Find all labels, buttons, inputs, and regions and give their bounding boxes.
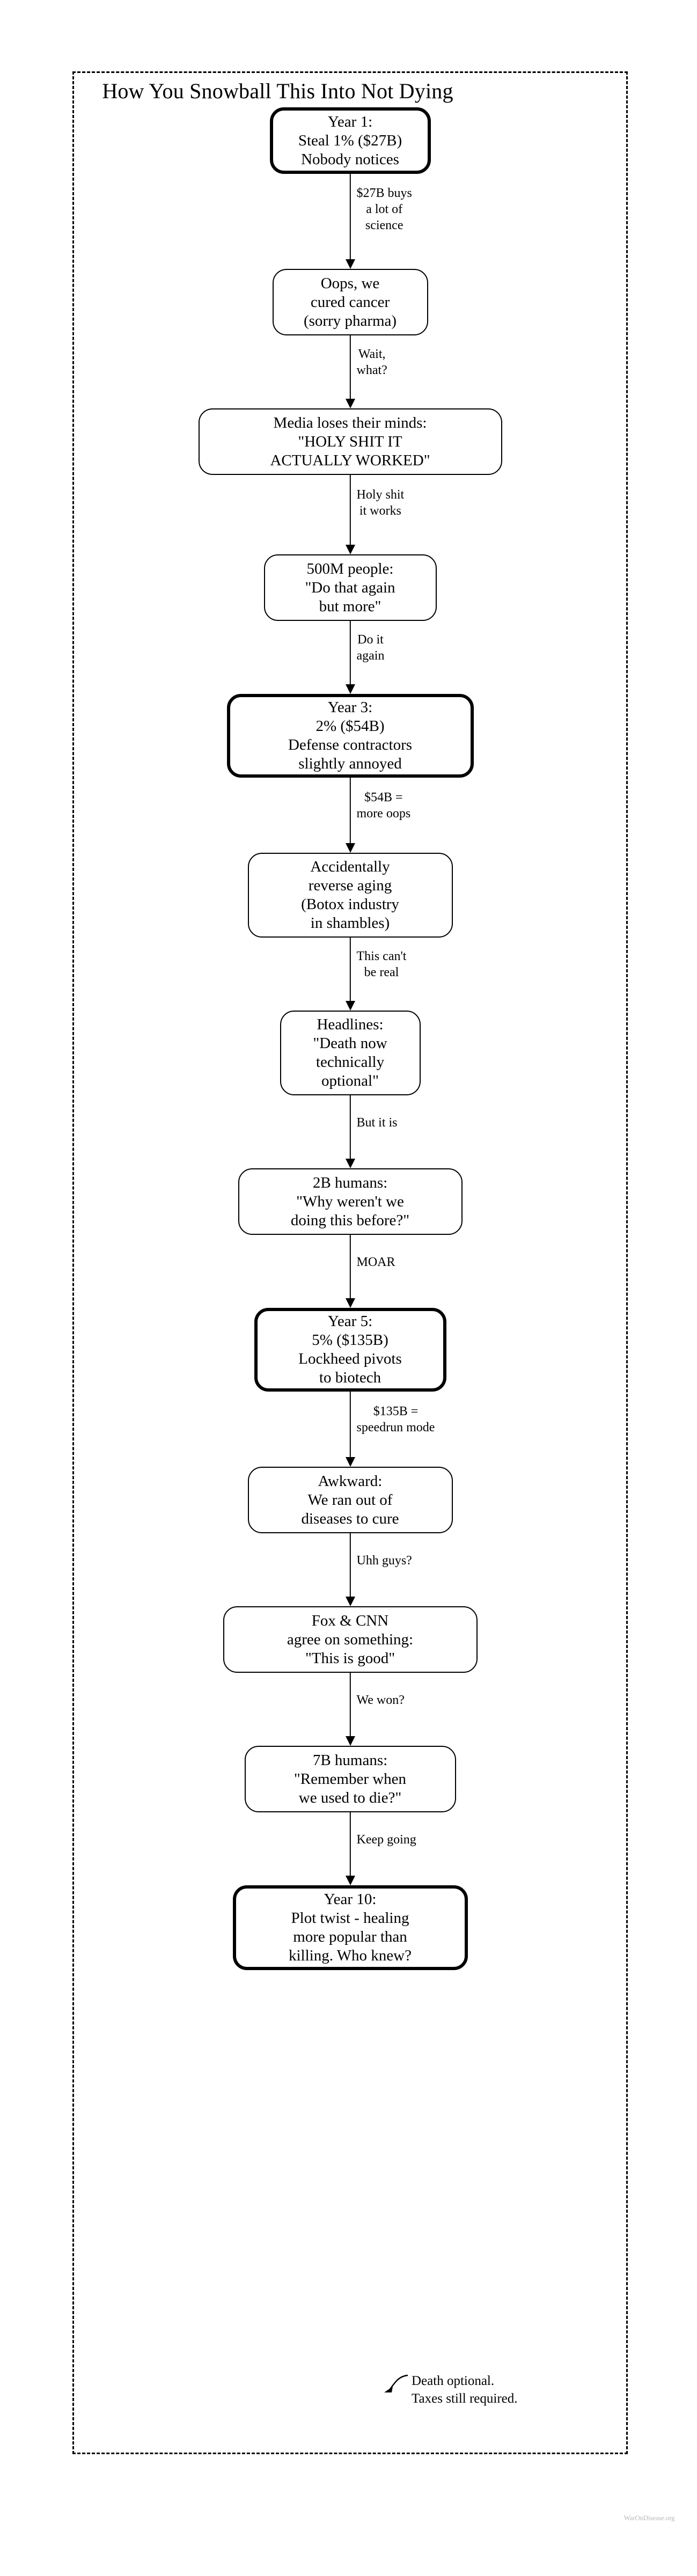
edge-label-awkward-foxcnn: Uhh guys? [355,1553,413,1569]
edge-arrowhead [345,399,355,408]
node-label: Media loses their minds: "HOLY SHIT IT A… [270,414,430,469]
diagram-cluster-border [72,71,628,2454]
node-cancer[interactable]: Oops, we cured cancer (sorry pharma) [272,269,428,335]
edge-label-foxcnn-humans7b: We won? [355,1692,406,1708]
node-label: Year 1: Steal 1% ($27B) Nobody notices [298,113,402,168]
edge-label-year3-aging: $54B = more oops [355,789,412,822]
edge-awkward-foxcnn [349,1533,351,1597]
edge-aging-headlines [349,938,351,1001]
edge-label-year1-cancer: $27B buys a lot of science [355,185,413,233]
edge-arrowhead [345,1736,355,1746]
edge-arrowhead [345,1597,355,1606]
node-label: Year 3: 2% ($54B) Defense contractors sl… [288,699,413,772]
node-people500m[interactable]: 500M people: "Do that again but more" [263,554,437,621]
edge-media-people500m [349,475,351,545]
node-label: Year 5: 5% ($135B) Lockheed pivots to bi… [298,1313,402,1386]
edge-year1-cancer [349,174,351,259]
edge-humans2b-year5 [349,1235,351,1298]
edge-arrowhead [345,1457,355,1467]
edge-cancer-media [349,335,351,399]
edge-label-humans2b-year5: MOAR [355,1254,397,1270]
edge-foxcnn-humans7b [349,1673,351,1736]
edge-label-humans7b-year10: Keep going [355,1832,417,1848]
node-year10[interactable]: Year 10: Plot twist - healing more popul… [232,1885,468,1970]
edge-year3-aging [349,778,351,843]
edge-label-year5-awkward: $135B = speedrun mode [355,1403,436,1436]
edge-label-headlines-humans2b: But it is [355,1115,399,1131]
annotation-note: Death optional. Taxes still required. [412,2374,518,2406]
edge-year5-awkward [349,1392,351,1457]
edge-label-aging-headlines: This can't be real [355,948,408,980]
edge-arrowhead [345,1001,355,1011]
node-label: Accidentally reverse aging (Botox indust… [301,858,399,932]
edge-people500m-year3 [349,621,351,684]
edge-arrowhead [345,1876,355,1885]
edge-arrowhead [345,259,355,269]
flowchart-canvas: Year 1: Steal 1% ($27B) Nobody notices $… [72,71,628,2454]
node-foxcnn[interactable]: Fox & CNN agree on something: "This is g… [223,1606,478,1673]
edge-label-people500m-year3: Do it again [355,632,386,664]
edge-headlines-humans2b [349,1095,351,1159]
watermark-label: WarOnDisease.org [623,2514,675,2522]
node-humans7b[interactable]: 7B humans: "Remember when we used to die… [244,1746,456,1812]
edge-arrowhead [345,684,355,694]
edge-arrowhead [345,1159,355,1168]
node-media[interactable]: Media loses their minds: "HOLY SHIT IT A… [198,408,502,475]
page-title: How You Snowball This Into Not Dying [102,79,453,103]
node-year5[interactable]: Year 5: 5% ($135B) Lockheed pivots to bi… [254,1308,446,1392]
node-label: Fox & CNN agree on something: "This is g… [287,1612,414,1667]
node-label: Year 10: Plot twist - healing more popul… [288,1891,412,1964]
node-label: Headlines: "Death now technically option… [313,1016,387,1089]
node-awkward[interactable]: Awkward: We ran out of diseases to cure [247,1467,453,1533]
edge-label-media-people500m: Holy shit it works [355,487,406,519]
node-label: 7B humans: "Remember when we used to die… [294,1751,407,1806]
node-year3[interactable]: Year 3: 2% ($54B) Defense contractors sl… [226,694,474,778]
node-label: 2B humans: "Why weren't we doing this be… [290,1174,410,1229]
edge-arrowhead [345,1298,355,1308]
node-label: Awkward: We ran out of diseases to cure [301,1472,399,1527]
node-aging[interactable]: Accidentally reverse aging (Botox indust… [247,853,453,938]
node-label: Oops, we cured cancer (sorry pharma) [303,274,397,330]
node-label: 500M people: "Do that again but more" [305,560,395,615]
node-humans2b[interactable]: 2B humans: "Why weren't we doing this be… [238,1168,463,1235]
edge-label-cancer-media: Wait, what? [355,346,388,378]
edge-arrowhead [345,843,355,853]
annotation-connector-icon [384,2374,408,2392]
node-headlines[interactable]: Headlines: "Death now technically option… [280,1011,421,1095]
node-year1[interactable]: Year 1: Steal 1% ($27B) Nobody notices [269,107,431,174]
edge-arrowhead [345,545,355,554]
edge-humans7b-year10 [349,1812,351,1876]
